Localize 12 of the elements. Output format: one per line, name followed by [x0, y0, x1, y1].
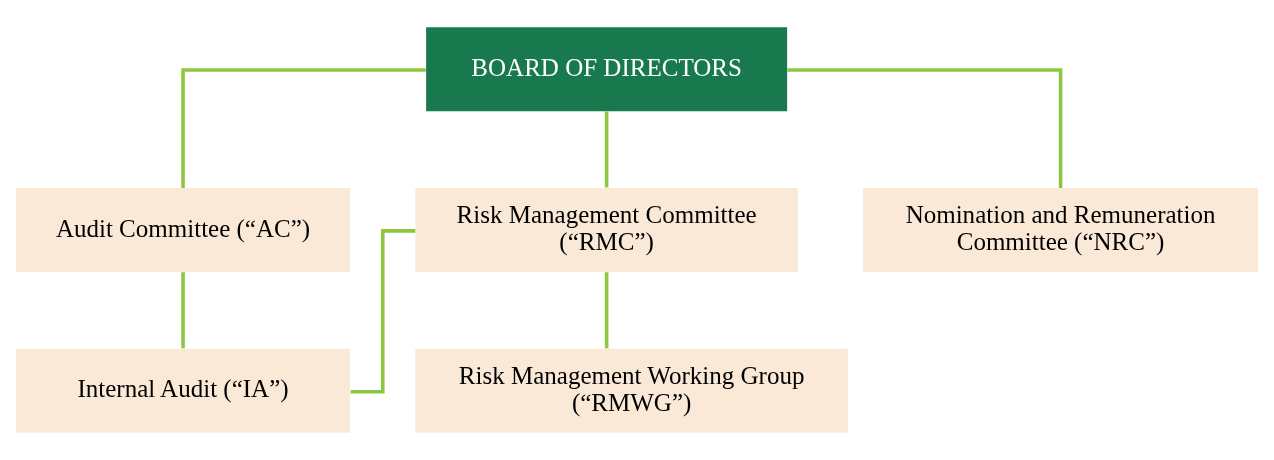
connector: [787, 68, 1063, 188]
connector: [350, 229, 416, 394]
connector: [181, 272, 185, 349]
node-box: Risk Management Working Group (“RMWG”): [415, 348, 848, 433]
connector: [604, 111, 609, 188]
node-box: Audit Committee (“AC”): [15, 188, 351, 272]
node-box: Internal Audit (“IA”): [15, 348, 351, 433]
connector: [604, 272, 609, 349]
connector: [181, 68, 426, 188]
node-box: BOARD OF DIRECTORS: [426, 27, 788, 112]
node-box: Nomination and Remuneration Committee (“NRC”): [863, 188, 1259, 272]
node-box: Risk Management Committee (“RMC”): [415, 188, 798, 272]
